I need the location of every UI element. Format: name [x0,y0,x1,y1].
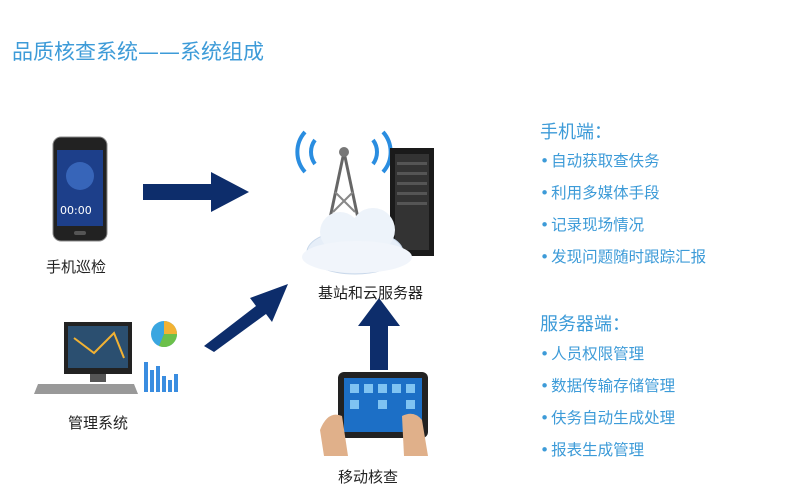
base-station-cloud-server-label: 基站和云服务器 [318,284,424,302]
server-side-item: 数据传输存储管理 [540,374,675,396]
mobile-side-item: 记录现场情况 [540,213,644,235]
tablet-icon [320,372,428,456]
tower-server-cloud-icon [295,130,434,275]
mobile-side-heading: 手机端： [540,122,612,143]
server-side-item: 人员权限管理 [540,342,644,364]
arrow-diagonal-icon [204,284,288,352]
management-system-label: 管理系统 [68,414,129,432]
phone-clock: 00:00 [60,204,92,217]
arrow-up-icon [358,298,400,370]
phone-inspection-label: 手机巡检 [46,258,107,276]
server-side-heading: 服务器端： [540,314,630,335]
server-side-item: 报表生成管理 [540,438,644,460]
mobile-inspection-label: 移动核查 [338,468,399,486]
mobile-side-item: 发现问题随时跟踪汇报 [540,245,706,267]
mobile-side-item: 自动获取查伕务 [540,149,660,171]
server-side-item: 伕务自动生成处理 [540,406,675,428]
desktop-computer-icon [34,321,178,394]
mobile-side-item: 利用多媒体手段 [540,181,660,203]
arrow-right-icon [143,172,249,212]
smartphone-icon: 00:00 [52,136,108,242]
page-title: 品质核查系统——系统组成 [12,40,264,64]
